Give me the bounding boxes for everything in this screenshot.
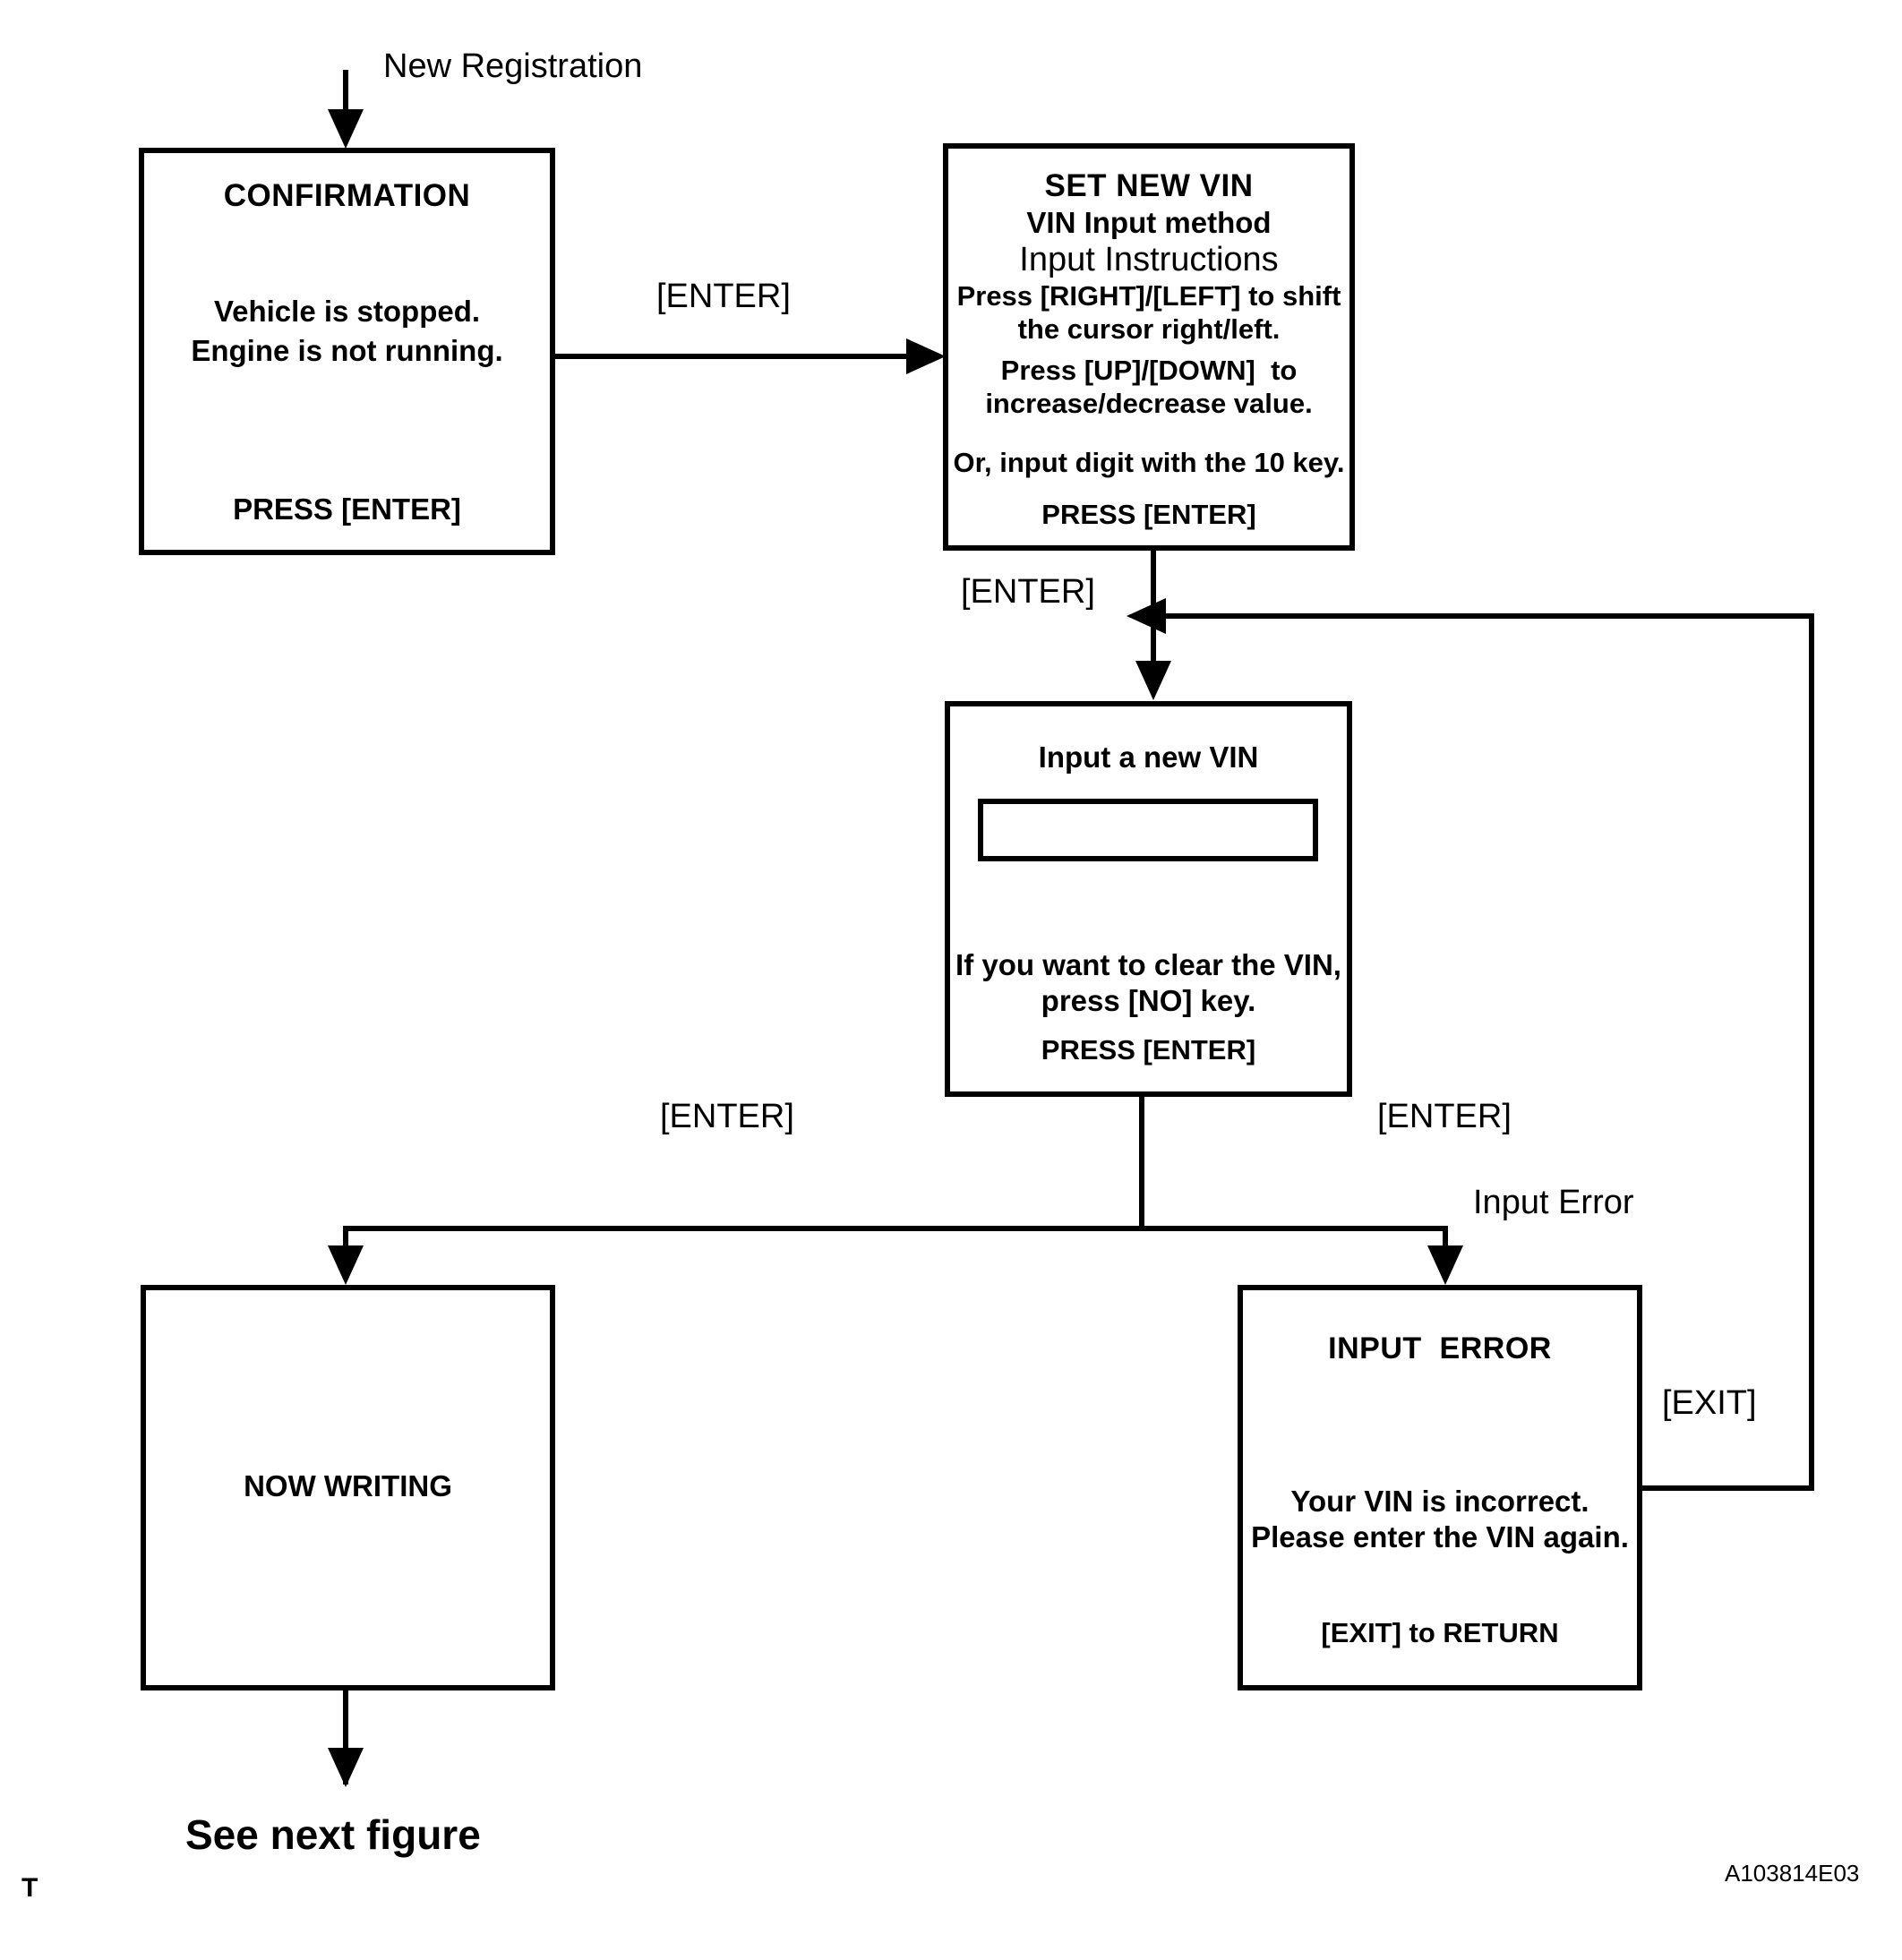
entry-arrowhead-icon (328, 109, 364, 149)
edge-label-setvin-to-inputvin: [ENTER] (961, 573, 1095, 611)
edge-label-confirmation-to-setvin: [ENTER] (656, 278, 791, 315)
exit-loop-arrowhead-icon (1127, 598, 1166, 634)
see-next-figure-label: See next figure (185, 1811, 481, 1858)
branch-right-arrowhead-icon (1427, 1245, 1463, 1285)
setvin-line-1: Press [RIGHT]/[LEFT] to shift (956, 280, 1341, 312)
setvin-title: SET NEW VIN (1044, 168, 1254, 203)
setvin-footer: PRESS [ENTER] (1041, 499, 1256, 530)
setvin-line-2: the cursor right/left. (1017, 313, 1281, 345)
confirmation-line-1: Vehicle is stopped. (213, 295, 481, 328)
input-error-line-2: Please enter the VIN again. (1251, 1520, 1629, 1553)
entry-arrow-stem (343, 70, 348, 115)
edge-label-inputvin-to-error: [ENTER] (1377, 1098, 1512, 1135)
exit-loop-segment-right (1637, 1485, 1814, 1491)
edge-confirmation-to-setvin-arrowhead-icon (906, 338, 946, 374)
figure-reference-code: A103814E03 (1725, 1860, 1860, 1887)
confirmation-footer: PRESS [ENTER] (233, 492, 461, 526)
inputvin-line-1: If you want to clear the VIN, (955, 948, 1341, 981)
confirmation-title: CONFIRMATION (223, 178, 471, 213)
branch-left-arrowhead-icon (328, 1245, 364, 1285)
box-input-error: INPUT ERROR Your VIN is incorrect. Pleas… (1238, 1285, 1642, 1690)
edge-label-error-to-inputvin: [EXIT] (1662, 1384, 1757, 1422)
input-error-line-1: Your VIN is incorrect. (1290, 1485, 1589, 1518)
inputvin-title: Input a new VIN (1038, 740, 1259, 774)
page-mark: T (21, 1873, 39, 1903)
exit-loop-segment-vertical (1809, 613, 1814, 1491)
vin-input-field[interactable] (978, 799, 1318, 861)
box-now-writing: NOW WRITING (141, 1285, 555, 1690)
exit-loop-segment-top (1164, 613, 1814, 619)
box-confirmation: CONFIRMATION Vehicle is stopped. Engine … (139, 148, 555, 555)
inputvin-line-2: press [NO] key. (1041, 984, 1256, 1017)
setvin-line-4: increase/decrease value. (985, 388, 1313, 419)
box-input-new-vin: Input a new VIN If you want to clear the… (945, 701, 1352, 1097)
confirmation-line-2: Engine is not running. (191, 334, 503, 367)
input-error-title: INPUT ERROR (1328, 1331, 1552, 1365)
setvin-heading: Input Instructions (1019, 241, 1279, 278)
edge-label-inputvin-to-writing: [ENTER] (660, 1098, 794, 1135)
now-writing-title: NOW WRITING (244, 1469, 452, 1502)
edge-confirmation-to-setvin-line (555, 354, 908, 359)
edge-setvin-to-inputvin-arrowhead-icon (1135, 661, 1171, 700)
edge-writing-to-next-arrowhead-icon (328, 1748, 364, 1787)
branch-bus (343, 1226, 1448, 1231)
branch-stem (1139, 1097, 1144, 1229)
setvin-line-3: Press [UP]/[DOWN] to (1000, 355, 1298, 386)
setvin-line-5: Or, input digit with the 10 key. (953, 447, 1345, 478)
edge-label-input-error-branch: Input Error (1473, 1184, 1634, 1221)
box-set-new-vin: SET NEW VIN VIN Input method Input Instr… (943, 143, 1355, 551)
entry-label: New Registration (383, 47, 643, 85)
input-error-footer: [EXIT] to RETURN (1321, 1617, 1559, 1648)
setvin-subtitle: VIN Input method (1026, 206, 1272, 239)
edge-writing-to-next-stem (343, 1690, 348, 1785)
inputvin-footer: PRESS [ENTER] (1041, 1034, 1256, 1066)
